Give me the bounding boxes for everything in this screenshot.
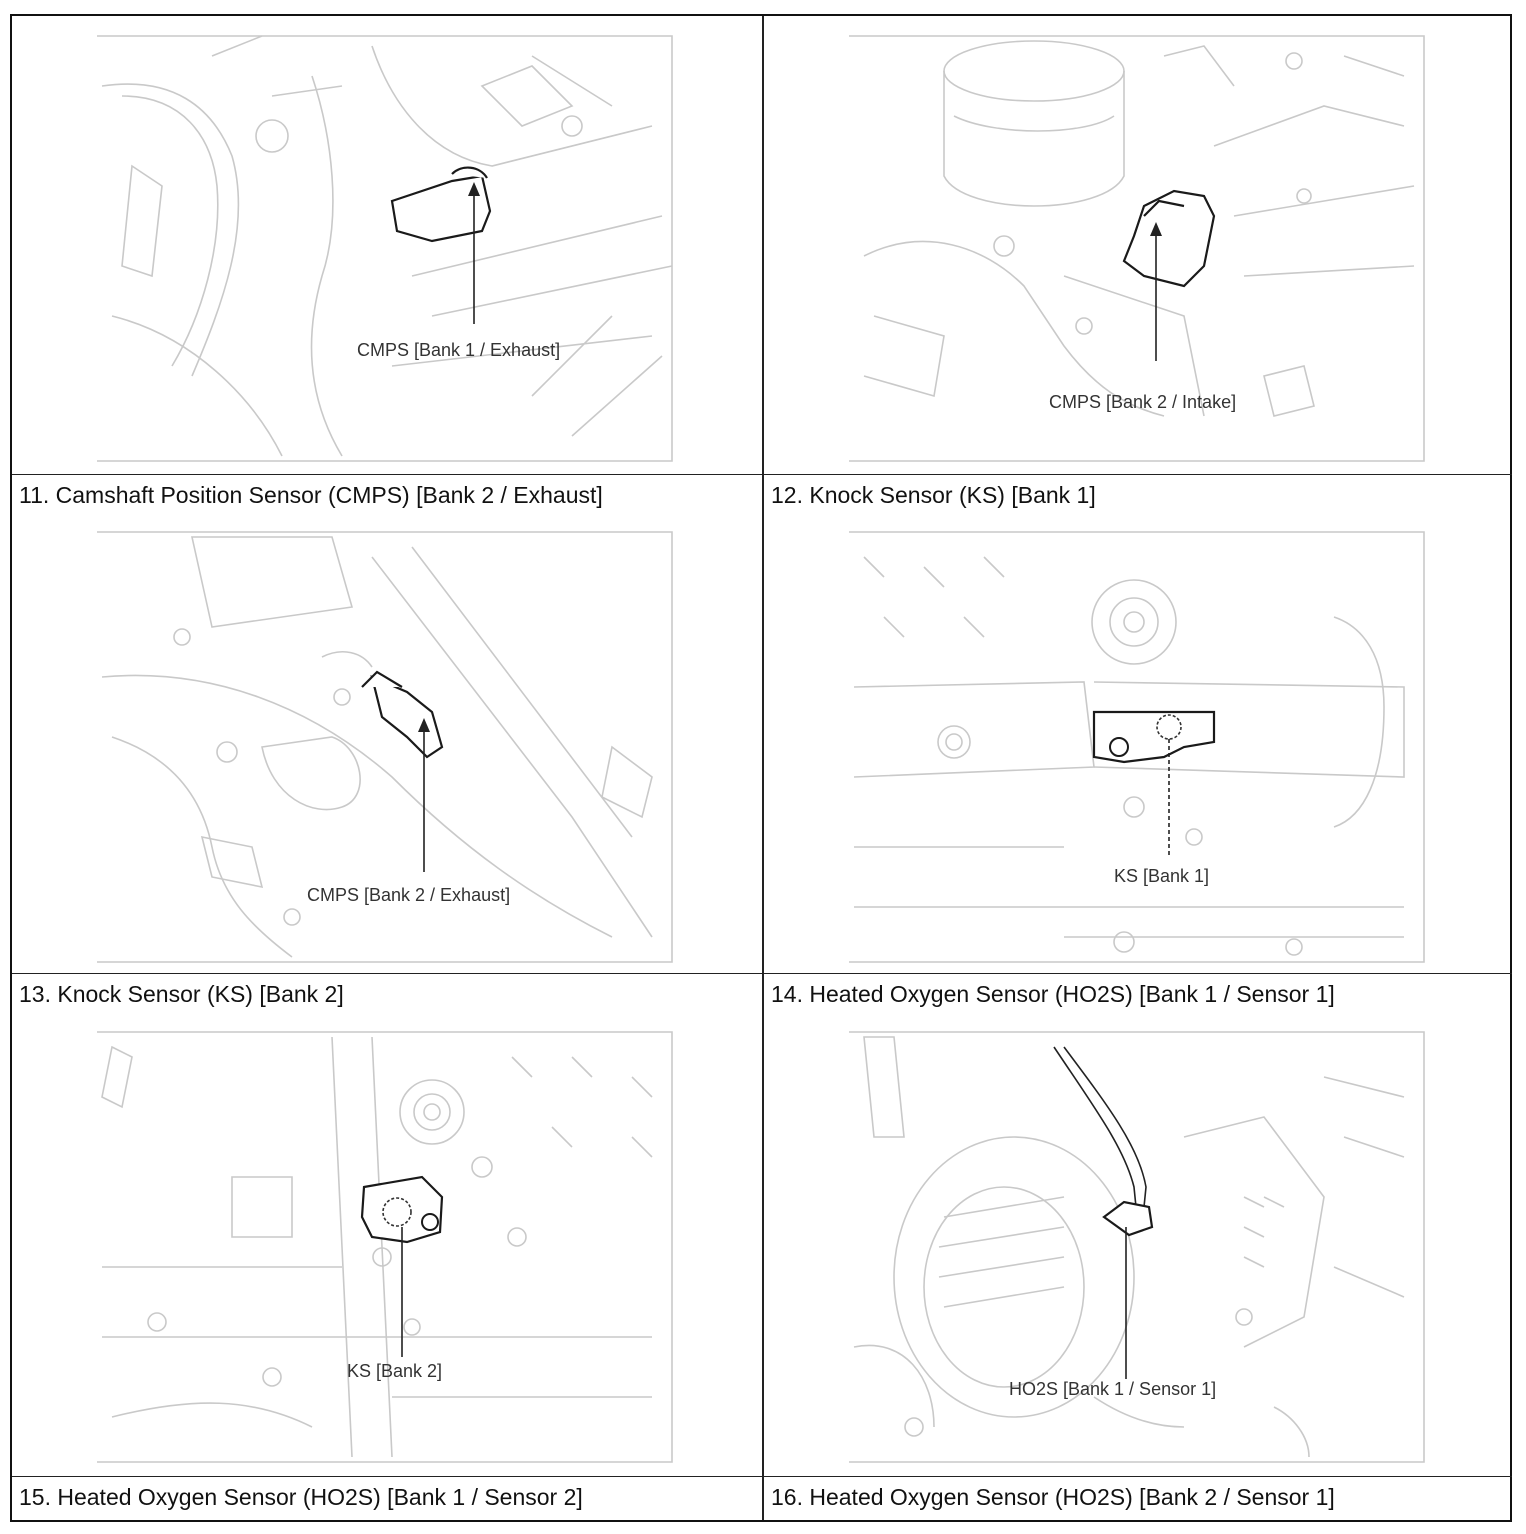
column-divider [762, 16, 764, 1520]
caption-12: 12. Knock Sensor (KS) [Bank 1] [764, 474, 1512, 516]
callout-label: KS [Bank 2] [347, 1361, 442, 1381]
figure-cmps-bank2-exhaust: CMPS [Bank 2 / Exhaust] [12, 517, 762, 973]
callout-label: KS [Bank 1] [1114, 866, 1209, 886]
caption-13: 13. Knock Sensor (KS) [Bank 2] [12, 973, 762, 1016]
figure-ks-bank1: KS [Bank 1] [764, 517, 1512, 973]
caption-15: 15. Heated Oxygen Sensor (HO2S) [Bank 1 … [12, 1476, 762, 1520]
figure-ks-bank2: KS [Bank 2] [12, 1017, 762, 1476]
callout-label: CMPS [Bank 2 / Exhaust] [307, 885, 510, 905]
figure-cmps-bank2-intake: CMPS [Bank 2 / Intake] [764, 16, 1512, 474]
caption-11: 11. Camshaft Position Sensor (CMPS) [Ban… [12, 474, 762, 516]
figure-table: CMPS [Bank 1 / Exhaust] CMPS [10, 14, 1512, 1522]
caption-14: 14. Heated Oxygen Sensor (HO2S) [Bank 1 … [764, 973, 1512, 1016]
caption-16: 16. Heated Oxygen Sensor (HO2S) [Bank 2 … [764, 1476, 1512, 1520]
figure-ho2s-bank1-sensor1: HO2S [Bank 1 / Sensor 1] [764, 1017, 1512, 1476]
callout-label: CMPS [Bank 1 / Exhaust] [357, 340, 560, 360]
callout-label: CMPS [Bank 2 / Intake] [1049, 392, 1236, 412]
figure-cmps-bank1-exhaust: CMPS [Bank 1 / Exhaust] [12, 16, 762, 474]
callout-label: HO2S [Bank 1 / Sensor 1] [1009, 1379, 1216, 1399]
